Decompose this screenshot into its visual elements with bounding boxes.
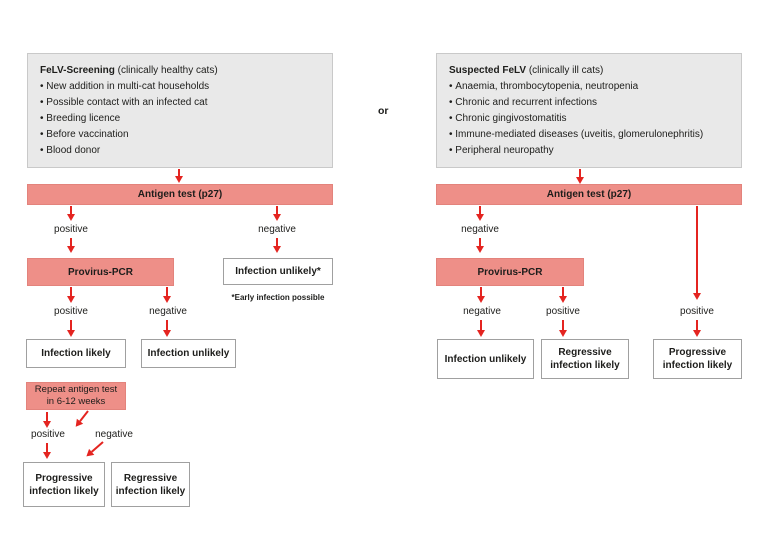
branch-label-negative: negative xyxy=(461,224,499,235)
bullet-item: Peripheral neuropathy xyxy=(449,143,729,159)
screening-bullet-list: New addition in multi-cat householdsPoss… xyxy=(40,79,320,159)
arrow-to-infection-unlikely-left xyxy=(163,320,171,337)
arrow-antigen-positive-long xyxy=(693,206,701,300)
progressive-line1: Progressive xyxy=(35,472,93,484)
arrow-to-progressive-left xyxy=(43,443,51,459)
or-separator: or xyxy=(378,105,389,117)
branch-label-negative: negative xyxy=(149,306,187,317)
suspected-panel-title: Suspected FeLV (clinically ill cats) xyxy=(449,63,729,79)
progressive-line2: infection likely xyxy=(662,360,733,371)
arrow-to-infection-likely xyxy=(67,320,75,337)
antigen-test-label-left: Antigen test (p27) xyxy=(137,189,223,200)
bullet-item: Blood donor xyxy=(40,143,320,159)
provirus-pcr-label-right: Provirus-PCR xyxy=(477,266,543,278)
suspected-bullet-list: Anaemia, thrombocytopenia, neutropeniaCh… xyxy=(449,79,729,159)
bullet-item: Before vaccination xyxy=(40,127,320,143)
regressive-line1: Regressive xyxy=(558,347,612,358)
infection-unlikely-label-left: Infection unlikely xyxy=(147,348,230,359)
suspected-title-rest: (clinically ill cats) xyxy=(528,65,604,76)
progressive-line2: infection likely xyxy=(29,485,99,497)
provirus-pcr-box-right: Provirus-PCR xyxy=(436,258,584,286)
regressive-line2: infection likely xyxy=(550,360,620,371)
provirus-pcr-label-left: Provirus-PCR xyxy=(67,266,133,278)
infection-likely-label: Infection likely xyxy=(41,348,111,359)
result-box-infection-likely: Infection likely xyxy=(26,339,126,368)
screening-title-rest: (clinically healthy cats) xyxy=(117,65,218,76)
bullet-item: Chronic and recurrent infections xyxy=(449,95,729,111)
branch-label-positive: positive xyxy=(546,306,580,317)
arrow-to-regressive-left-diagonal xyxy=(91,441,104,453)
repeat-test-line1: Repeat antigen test xyxy=(34,384,118,395)
bullet-item: Immune-mediated diseases (uveitis, glome… xyxy=(449,127,729,143)
arrow-pcr-negative-right xyxy=(477,287,485,303)
arrow-antigen-negative-left xyxy=(273,206,281,221)
provirus-pcr-box-left: Provirus-PCR xyxy=(27,258,174,286)
arrow-to-progressive-right xyxy=(693,320,701,337)
arrow-repeat-positive xyxy=(43,412,51,428)
infection-unlikely-star-label: Infection unlikely* xyxy=(235,266,321,277)
regressive-line2: infection likely xyxy=(115,485,186,497)
antigen-test-bar-right: Antigen test (p27) xyxy=(436,184,742,205)
bullet-item: Chronic gingivostomatitis xyxy=(449,111,729,127)
result-box-progressive-right: Progressive infection likely xyxy=(653,339,742,379)
branch-label-positive: positive xyxy=(54,224,88,235)
arrow-panel-to-antigen-left xyxy=(175,169,183,183)
arrow-antigen-positive-left xyxy=(67,206,75,221)
antigen-test-bar-left: Antigen test (p27) xyxy=(27,184,333,205)
arrow-pcr-positive-right xyxy=(559,287,567,303)
repeat-test-line2: in 6-12 weeks xyxy=(46,396,106,407)
screening-panel-title: FeLV-Screening (clinically healthy cats) xyxy=(40,63,320,79)
bullet-item: New addition in multi-cat households xyxy=(40,79,320,95)
branch-label-negative: negative xyxy=(258,224,296,235)
arrow-antigen-negative-right xyxy=(476,206,484,221)
arrow-panel-to-antigen-right xyxy=(576,169,584,184)
result-box-infection-unlikely-star: Infection unlikely* xyxy=(223,258,333,285)
arrow-to-regressive-right xyxy=(559,320,567,337)
result-box-regressive-left: Regressive infection likely xyxy=(111,462,190,507)
arrow-to-infection-unlikely-right xyxy=(477,320,485,337)
branch-label-positive: positive xyxy=(54,306,88,317)
suspected-panel: Suspected FeLV (clinically ill cats) Ana… xyxy=(436,53,742,168)
result-box-infection-unlikely-left: Infection unlikely xyxy=(141,339,236,368)
branch-label-positive: positive xyxy=(680,306,714,317)
arrow-to-provirus-right xyxy=(476,238,484,253)
suspected-title-bold: Suspected FeLV xyxy=(449,65,527,76)
bullet-item: Breeding licence xyxy=(40,111,320,127)
progressive-line1: Progressive xyxy=(668,347,727,358)
screening-title-bold: FeLV-Screening xyxy=(40,65,115,76)
branch-label-positive: positive xyxy=(31,429,65,440)
arrow-to-unlikely-star xyxy=(273,238,281,253)
early-infection-footnote: *Early infection possible xyxy=(231,293,325,302)
infection-unlikely-label-right: Infection unlikely xyxy=(444,353,527,365)
result-box-progressive-left: Progressive infection likely xyxy=(23,462,105,507)
result-box-infection-unlikely-right: Infection unlikely xyxy=(437,339,534,379)
arrow-to-provirus-left xyxy=(67,238,75,253)
regressive-line1: Regressive xyxy=(123,472,178,484)
arrow-pcr-negative-left xyxy=(163,287,171,303)
branch-label-negative: negative xyxy=(463,306,501,317)
result-box-regressive-right: Regressive infection likely xyxy=(541,339,629,379)
arrow-pcr-positive-left xyxy=(67,287,75,303)
bullet-item: Possible contact with an infected cat xyxy=(40,95,320,111)
antigen-test-label-right: Antigen test (p27) xyxy=(546,189,632,200)
arrow-repeat-negative-diagonal xyxy=(79,410,89,422)
bullet-item: Anaemia, thrombocytopenia, neutropenia xyxy=(449,79,729,95)
repeat-antigen-test-box: Repeat antigen test in 6-12 weeks xyxy=(26,382,126,410)
screening-panel: FeLV-Screening (clinically healthy cats)… xyxy=(27,53,333,168)
branch-label-negative: negative xyxy=(95,429,133,440)
